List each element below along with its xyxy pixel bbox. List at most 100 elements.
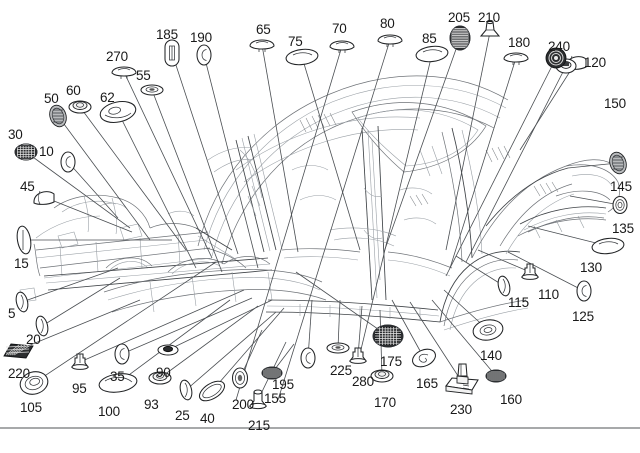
- callout-label-60[interactable]: 60: [66, 83, 81, 98]
- part-glyph-100[interactable]: [98, 371, 138, 394]
- part-glyph-240[interactable]: [545, 47, 567, 69]
- part-glyph-170[interactable]: [370, 369, 394, 383]
- callout-label-35[interactable]: 35: [110, 369, 125, 384]
- part-glyph-62[interactable]: [98, 98, 137, 125]
- callout-label-150[interactable]: 150: [604, 96, 626, 111]
- callout-label-70[interactable]: 70: [332, 21, 347, 36]
- callout-label-62[interactable]: 62: [100, 90, 115, 105]
- part-glyph-15[interactable]: [15, 225, 33, 255]
- callout-label-270[interactable]: 270: [106, 49, 128, 64]
- callout-label-190[interactable]: 190: [190, 30, 212, 45]
- part-glyph-230[interactable]: [445, 363, 479, 395]
- callout-label-100[interactable]: 100: [98, 404, 120, 419]
- part-glyph-175[interactable]: [372, 324, 404, 348]
- callout-label-75[interactable]: 75: [288, 34, 303, 49]
- callout-label-90[interactable]: 90: [156, 365, 171, 380]
- callout-label-10[interactable]: 10: [39, 144, 54, 159]
- callout-label-155[interactable]: 155: [264, 391, 286, 406]
- callout-label-25[interactable]: 25: [175, 408, 190, 423]
- part-glyph-93[interactable]: [148, 371, 172, 385]
- part-glyph-205[interactable]: [449, 25, 471, 51]
- part-glyph-35[interactable]: [114, 343, 130, 365]
- part-glyph-70[interactable]: [329, 40, 355, 53]
- part-glyph-200[interactable]: [231, 367, 249, 389]
- part-glyph-65[interactable]: [249, 39, 275, 52]
- callout-label-280[interactable]: 280: [352, 374, 374, 389]
- callout-label-140[interactable]: 140: [480, 348, 502, 363]
- part-glyph-95[interactable]: [70, 353, 90, 370]
- callout-label-135[interactable]: 135: [612, 221, 634, 236]
- callout-label-215[interactable]: 215: [248, 418, 270, 433]
- part-glyph-40[interactable]: [196, 377, 228, 405]
- part-glyph-105[interactable]: [18, 369, 51, 398]
- part-glyph-210[interactable]: [479, 19, 501, 37]
- callout-label-95[interactable]: 95: [72, 381, 87, 396]
- part-glyph-160[interactable]: [485, 369, 507, 383]
- part-glyph-145[interactable]: [607, 150, 629, 176]
- callout-label-105[interactable]: 105: [20, 400, 42, 415]
- callout-label-180[interactable]: 180: [508, 35, 530, 50]
- callout-label-55[interactable]: 55: [136, 68, 151, 83]
- part-glyph-20[interactable]: [34, 315, 50, 337]
- callout-label-230[interactable]: 230: [450, 402, 472, 417]
- part-glyph-50[interactable]: [47, 103, 69, 129]
- part-glyph-180[interactable]: [503, 52, 529, 65]
- part-glyph-135[interactable]: [612, 195, 628, 215]
- callout-label-45[interactable]: 45: [20, 179, 35, 194]
- part-glyph-155[interactable]: [261, 366, 283, 380]
- callout-label-205[interactable]: 205: [448, 10, 470, 25]
- part-glyph-80[interactable]: [377, 34, 403, 47]
- callout-label-50[interactable]: 50: [44, 91, 59, 106]
- callout-label-93[interactable]: 93: [144, 397, 159, 412]
- part-glyph-195[interactable]: [300, 347, 316, 369]
- part-glyph-10[interactable]: [60, 151, 76, 173]
- part-glyph-270[interactable]: [111, 66, 137, 79]
- callout-label-110[interactable]: 110: [538, 287, 559, 302]
- part-glyph-5[interactable]: [14, 291, 30, 313]
- callout-label-30[interactable]: 30: [8, 127, 23, 142]
- callout-label-210[interactable]: 210: [478, 10, 500, 25]
- part-glyph-45[interactable]: [33, 190, 55, 205]
- callout-label-20[interactable]: 20: [26, 332, 41, 347]
- part-glyph-90[interactable]: [157, 344, 179, 356]
- part-glyph-220[interactable]: [3, 343, 34, 359]
- callout-label-200[interactable]: 200: [232, 397, 254, 412]
- callout-label-5[interactable]: 5: [8, 306, 16, 321]
- callout-label-85[interactable]: 85: [422, 31, 437, 46]
- part-glyph-185[interactable]: [164, 39, 180, 67]
- part-glyph-225[interactable]: [326, 342, 350, 354]
- callout-label-225[interactable]: 225: [330, 363, 352, 378]
- callout-label-65[interactable]: 65: [256, 22, 271, 37]
- part-glyph-25[interactable]: [178, 379, 194, 401]
- part-glyph-215[interactable]: [248, 389, 268, 410]
- callout-label-80[interactable]: 80: [380, 16, 395, 31]
- part-glyph-140[interactable]: [471, 318, 504, 343]
- part-glyph-190[interactable]: [196, 44, 212, 66]
- part-glyph-130[interactable]: [591, 237, 625, 256]
- callout-label-120[interactable]: 120: [584, 55, 606, 70]
- callout-label-15[interactable]: 15: [14, 256, 29, 271]
- callout-label-40[interactable]: 40: [200, 411, 215, 426]
- part-glyph-125[interactable]: [576, 280, 592, 302]
- part-glyph-115[interactable]: [496, 275, 512, 297]
- callout-label-130[interactable]: 130: [580, 260, 602, 275]
- callout-label-195[interactable]: 195: [272, 377, 294, 392]
- part-glyph-55[interactable]: [140, 84, 164, 96]
- callout-label-220[interactable]: 220: [8, 366, 30, 381]
- callout-label-125[interactable]: 125: [572, 309, 594, 324]
- callout-label-240[interactable]: 240: [548, 39, 570, 54]
- part-glyph-60[interactable]: [68, 100, 92, 114]
- callout-label-160[interactable]: 160: [500, 392, 522, 407]
- part-glyph-75[interactable]: [285, 48, 319, 67]
- callout-label-145[interactable]: 145: [610, 179, 632, 194]
- part-glyph-30[interactable]: [14, 143, 38, 161]
- callout-label-115[interactable]: 115: [508, 295, 529, 310]
- callout-label-165[interactable]: 165: [416, 376, 438, 391]
- callout-label-185[interactable]: 185: [156, 27, 178, 42]
- part-glyph-280[interactable]: [348, 347, 368, 364]
- part-glyph-165[interactable]: [410, 346, 438, 370]
- part-glyph-85[interactable]: [415, 45, 449, 64]
- callout-label-175[interactable]: 175: [380, 354, 402, 369]
- part-glyph-110[interactable]: [520, 263, 540, 280]
- callout-label-170[interactable]: 170: [374, 395, 396, 410]
